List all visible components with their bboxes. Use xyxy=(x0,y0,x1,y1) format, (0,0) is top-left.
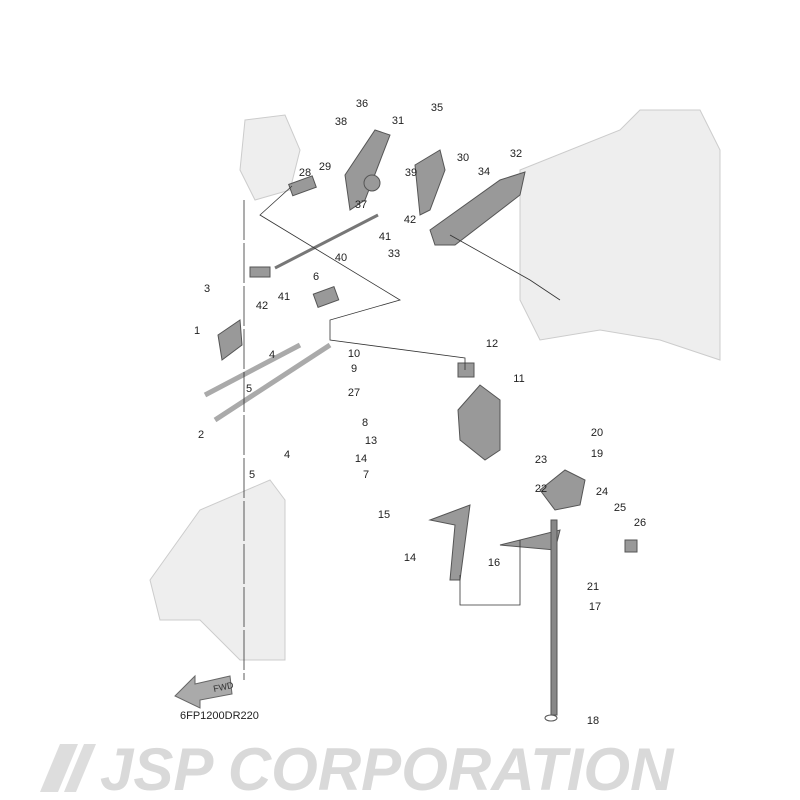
fwd-arrow-icon: FWD xyxy=(174,674,235,709)
callout-12: 12 xyxy=(486,338,498,350)
callout-21: 21 xyxy=(587,581,599,593)
callout-42: 42 xyxy=(256,300,268,312)
callout-37: 37 xyxy=(355,199,367,211)
callout-14: 14 xyxy=(404,552,416,564)
callout-22: 22 xyxy=(535,483,547,495)
callout-4: 4 xyxy=(284,449,290,461)
callout-18: 18 xyxy=(587,715,599,727)
cable-1 xyxy=(203,342,302,398)
callout-7: 7 xyxy=(363,469,369,481)
callout-27: 27 xyxy=(348,387,360,399)
part-26 xyxy=(624,539,638,553)
callout-6: 6 xyxy=(313,271,319,283)
part-36-lever xyxy=(344,129,391,211)
part-32-bracket xyxy=(429,171,526,246)
engine-block-illustration xyxy=(149,109,721,661)
leader-lines xyxy=(243,185,561,680)
callout-8: 8 xyxy=(362,417,368,429)
parts xyxy=(203,129,638,722)
callout-16: 16 xyxy=(488,557,500,569)
callout-3: 3 xyxy=(204,283,210,295)
part-28 xyxy=(288,175,317,197)
callout-41: 41 xyxy=(278,291,290,303)
callout-41: 41 xyxy=(379,231,391,243)
callout-11: 11 xyxy=(513,373,524,385)
part-17-shaft xyxy=(550,519,558,716)
callout-40: 40 xyxy=(335,252,347,264)
watermark: JSP CORPORATION xyxy=(40,736,675,800)
part-30-lever xyxy=(414,149,446,216)
callout-5: 5 xyxy=(249,469,255,481)
part-1-bracket xyxy=(217,319,243,361)
callout-25: 25 xyxy=(614,502,626,514)
callout-13: 13 xyxy=(365,435,377,447)
callout-23: 23 xyxy=(535,454,547,466)
fwd-label: FWD xyxy=(212,680,235,694)
callout-19: 19 xyxy=(591,448,603,460)
callout-28: 28 xyxy=(299,167,311,179)
callout-2: 2 xyxy=(198,429,204,441)
part-15-link xyxy=(428,504,471,581)
callout-14: 14 xyxy=(355,453,367,465)
part-22 xyxy=(539,469,586,511)
callout-32: 32 xyxy=(510,148,522,160)
part-12 xyxy=(457,362,475,378)
callout-17: 17 xyxy=(589,601,601,613)
callout-15: 15 xyxy=(378,509,390,521)
callout-31: 31 xyxy=(392,115,404,127)
callout-35: 35 xyxy=(431,102,443,114)
callout-29: 29 xyxy=(319,161,331,173)
watermark-text: JSP CORPORATION xyxy=(100,736,675,800)
callout-1: 1 xyxy=(194,325,200,337)
callout-10: 10 xyxy=(348,348,360,360)
callout-36: 36 xyxy=(356,98,368,110)
callout-5: 5 xyxy=(246,383,252,395)
part-6 xyxy=(312,286,340,308)
callout-42: 42 xyxy=(404,214,416,226)
callout-4: 4 xyxy=(269,349,275,361)
callout-20: 20 xyxy=(591,427,603,439)
callout-26: 26 xyxy=(634,517,646,529)
callout-39: 39 xyxy=(405,167,417,179)
part-8-bracket xyxy=(457,384,501,461)
part-40-rod xyxy=(274,213,379,270)
part-18-ring xyxy=(544,714,558,722)
callout-24: 24 xyxy=(596,486,608,498)
callout-30: 30 xyxy=(457,152,469,164)
part-42-joint xyxy=(249,266,271,278)
callout-34: 34 xyxy=(478,166,490,178)
callout-38: 38 xyxy=(335,116,347,128)
part-37-roller xyxy=(363,174,381,192)
callout-33: 33 xyxy=(388,248,400,260)
callout-9: 9 xyxy=(351,363,357,375)
cable-2 xyxy=(213,342,332,423)
diagram-code: 6FP1200DR220 xyxy=(180,710,259,722)
